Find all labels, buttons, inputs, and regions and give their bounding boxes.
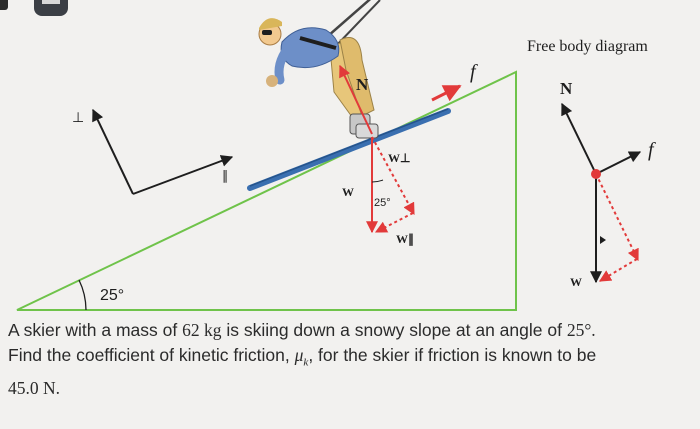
mass-value: 62 bbox=[182, 320, 200, 340]
perp-axis-label: ⊥ bbox=[72, 110, 84, 126]
w-perp-label: W⊥ bbox=[388, 151, 410, 165]
slope-triangle bbox=[16, 70, 517, 311]
fbd-normal-label: N bbox=[560, 79, 573, 98]
normal-force-label: N bbox=[356, 75, 369, 94]
w-par-label: W∥ bbox=[396, 232, 414, 246]
fbd-friction-label: f bbox=[648, 139, 656, 161]
fbd-point bbox=[591, 169, 601, 179]
angle-value: 25 bbox=[566, 320, 585, 340]
fbd-title: Free body diagram bbox=[527, 38, 648, 55]
force-value: 45.0 bbox=[8, 377, 39, 398]
corner-icon bbox=[0, 0, 68, 16]
skier-figure bbox=[258, 0, 381, 139]
tilted-axes: ⊥ ∥ bbox=[72, 108, 234, 195]
problem-text: A skier with a mass of bbox=[8, 320, 183, 340]
angle-unit: °. bbox=[584, 320, 596, 340]
physics-figure: 25° ⊥ ∥ N f bbox=[0, 0, 656, 311]
problem-line-3: 45.0 N. bbox=[8, 376, 688, 401]
problem-text: is skiing down a snowy slope at an angle… bbox=[221, 320, 567, 340]
skier-forces: N f W W⊥ W∥ 25° bbox=[339, 61, 478, 246]
friction-label: f bbox=[470, 61, 478, 83]
weight-label: W bbox=[342, 185, 354, 199]
mu-subscript: k bbox=[303, 356, 309, 369]
free-body-diagram: Free body diagram N f W bbox=[527, 38, 656, 289]
problem-statement: A skier with a mass of 62 kg is skiing d… bbox=[8, 318, 688, 401]
mu-letter: μ bbox=[294, 345, 304, 365]
problem-line-1: A skier with a mass of 62 kg is skiing d… bbox=[8, 318, 688, 343]
inset-angle-arc bbox=[371, 179, 384, 183]
problem-text: , for the skier if friction is known to … bbox=[308, 345, 597, 365]
force-unit: N. bbox=[38, 377, 61, 398]
mu-symbol: μk bbox=[294, 345, 309, 369]
inset-angle-label: 25° bbox=[374, 197, 391, 209]
fbd-weight-label: W bbox=[570, 275, 582, 289]
problem-line-2: Find the coefficient of kinetic friction… bbox=[8, 343, 688, 376]
par-axis-label: ∥ bbox=[222, 169, 229, 184]
problem-text: Find the coefficient of kinetic friction… bbox=[8, 345, 295, 365]
ski bbox=[247, 108, 451, 191]
mass-unit: kg bbox=[199, 320, 222, 340]
angle-arc bbox=[78, 279, 87, 311]
angle-label: 25° bbox=[100, 287, 124, 304]
